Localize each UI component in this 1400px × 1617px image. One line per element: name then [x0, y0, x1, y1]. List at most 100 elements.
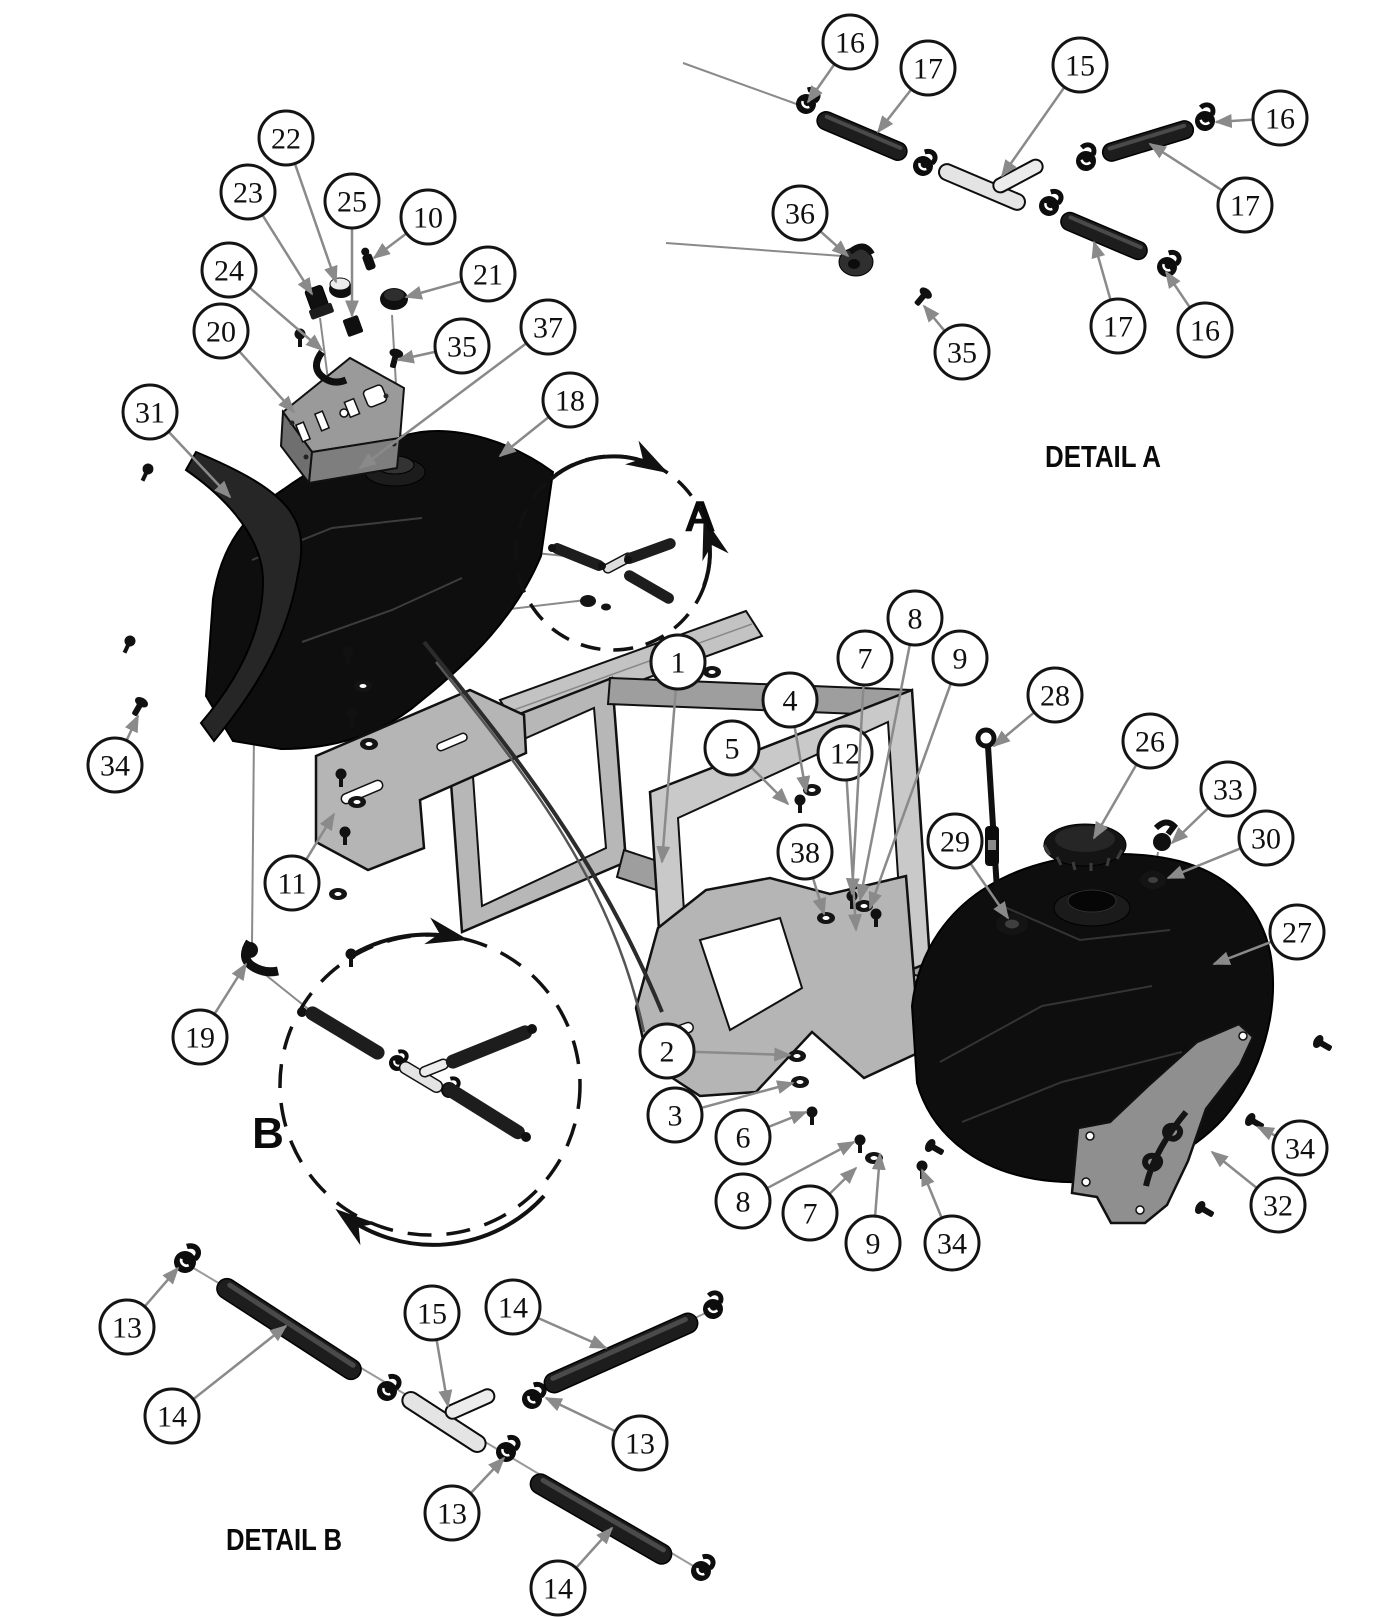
- balloon-3-1: 3: [646, 1080, 795, 1144]
- detail-b-title: DETAIL B: [226, 1522, 342, 1557]
- balloon-35-1: 35: [922, 304, 991, 381]
- leader-line-16-3: [1164, 270, 1191, 309]
- leader-line-8-2: [766, 1140, 856, 1190]
- balloon-30-1: 30: [1166, 809, 1295, 880]
- leader-line-12-1: [845, 779, 863, 932]
- balloon-8-1: 8: [856, 589, 944, 902]
- leader-line-4-1: [793, 726, 811, 794]
- balloon-17-3: 17: [1089, 240, 1147, 355]
- balloon-circle-29-1: [926, 812, 984, 870]
- leader-line-1-1: [656, 688, 678, 864]
- leader-line-20-1: [238, 350, 296, 414]
- balloon-7-2: 7: [781, 1166, 858, 1242]
- balloon-circle-13-3: [423, 1484, 481, 1542]
- leader-line-32-1: [1210, 1150, 1258, 1190]
- balloon-number-28-1: 28: [1040, 680, 1070, 713]
- balloon-circle-32-1: [1249, 1176, 1307, 1234]
- balloon-circle-36-1: [771, 184, 829, 242]
- balloon-number-11-1: 11: [278, 868, 307, 901]
- balloon-number-29-1: 29: [940, 826, 970, 859]
- balloon-circle-11-1: [263, 854, 321, 912]
- balloon-11-1: 11: [263, 812, 336, 912]
- balloon-number-21-1: 21: [473, 259, 503, 292]
- leader-line-17-1: [876, 88, 913, 134]
- balloon-number-27-1: 27: [1282, 917, 1312, 950]
- balloon-number-34-3: 34: [1285, 1133, 1315, 1166]
- balloon-number-34-2: 34: [937, 1228, 967, 1261]
- balloon-circle-27-1: [1268, 903, 1326, 961]
- view-a-letter: A: [684, 492, 716, 541]
- balloon-27-1: 27: [1212, 903, 1326, 966]
- choke-lever: [313, 349, 348, 386]
- balloon-number-36-1: 36: [785, 198, 815, 231]
- balloon-circle-16-1: [821, 13, 879, 71]
- balloon-18-1: 18: [498, 371, 599, 458]
- balloon-number-14-2: 14: [498, 1292, 528, 1325]
- balloon-number-9-1: 9: [953, 643, 968, 676]
- side-trim-strip: [184, 450, 303, 743]
- balloon-number-30-1: 30: [1251, 823, 1281, 856]
- leader-line-6-1: [767, 1110, 808, 1129]
- rotation-arrow: [549, 440, 669, 481]
- balloon-37-1: 37: [358, 298, 577, 470]
- leader-line-5-1: [750, 766, 790, 806]
- leader-line-14-3: [575, 1526, 614, 1569]
- rotation-arrow: [702, 516, 729, 587]
- balloon-number-15-1: 15: [1065, 50, 1095, 83]
- leader-line-27-1: [1212, 940, 1273, 966]
- balloon-17-1: 17: [876, 39, 957, 134]
- balloon-number-17-3: 17: [1103, 311, 1133, 344]
- plate-screw: [1310, 1033, 1335, 1056]
- balloon-number-5-1: 5: [725, 733, 740, 766]
- balloon-31-1: 31: [121, 383, 232, 499]
- leader-line-16-2: [1214, 114, 1254, 129]
- balloon-circle-14-3: [529, 1559, 587, 1617]
- balloon-circle-8-2: [714, 1172, 772, 1230]
- rotation-arrow: [350, 917, 469, 957]
- balloon-38-1: 38: [776, 823, 834, 916]
- balloon-32-1: 32: [1210, 1150, 1307, 1234]
- balloon-number-8-1: 8: [908, 603, 923, 636]
- balloon-number-16-2: 16: [1265, 103, 1295, 136]
- leader-line-34-2: [920, 1168, 943, 1219]
- balloon-28-1: 28: [992, 666, 1084, 748]
- balloon-number-33-1: 33: [1213, 774, 1243, 807]
- balloon-circle-17-1: [899, 39, 957, 97]
- tank-screw: [922, 1137, 947, 1160]
- balloon-26-1: 26: [1092, 712, 1179, 840]
- detail-b-mini-assembly: [297, 1006, 537, 1142]
- balloon-13-3: 13: [423, 1456, 506, 1542]
- balloon-number-12-1: 12: [830, 738, 860, 771]
- switch-slot: [343, 397, 361, 419]
- balloon-number-25-1: 25: [337, 186, 367, 219]
- balloon-circle-21-1: [459, 245, 517, 303]
- balloon-circle-30-1: [1237, 809, 1295, 867]
- leader-line-34-3: [1256, 1125, 1277, 1141]
- leader-line-34-1: [124, 714, 140, 742]
- balloon-5-1: 5: [703, 719, 790, 806]
- detail-a-title: DETAIL A: [1045, 439, 1161, 474]
- balloon-circle-38-1: [776, 823, 834, 881]
- balloon-8-2: 8: [714, 1140, 856, 1230]
- switch-slot: [313, 410, 331, 432]
- balloon-circle-9-1: [931, 629, 989, 687]
- balloon-circle-9-2: [844, 1214, 902, 1272]
- parts-layer: [119, 86, 1335, 1583]
- balloon-4-1: 4: [761, 671, 819, 794]
- leader-line-2-1: [693, 1047, 792, 1062]
- toggle-switch: [342, 315, 364, 337]
- balloon-number-2-1: 2: [660, 1036, 675, 1069]
- balloon-circle-1-1: [649, 633, 707, 691]
- fuel-hose-2: [435, 661, 646, 1033]
- detail-a-parts: [794, 86, 1217, 310]
- balloon-circle-34-3: [1271, 1119, 1329, 1177]
- balloon-13-2: 13: [544, 1396, 669, 1472]
- balloon-23-1: 23: [219, 163, 314, 296]
- leader-line-15-2: [435, 1339, 453, 1408]
- balloon-number-35-2: 35: [447, 331, 477, 364]
- balloon-circle-2-1: [638, 1022, 696, 1080]
- balloon-19-1: 19: [171, 962, 248, 1066]
- balloon-number-7-2: 7: [803, 1198, 818, 1231]
